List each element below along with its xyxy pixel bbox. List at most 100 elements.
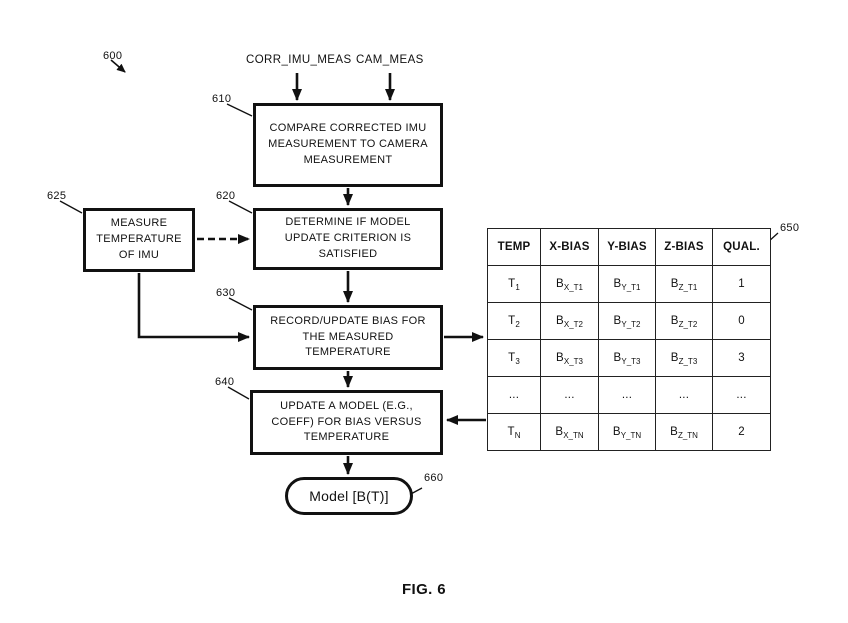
cell-text: B [555,426,564,438]
table-cell: T3 [487,339,541,377]
table-cell: BY_T3 [598,339,656,377]
table-row: T1 BX_T1 BY_T1 BZ_T1 1 [487,265,771,303]
table-cell: ... [655,376,713,414]
table-cell: BZ_TN [655,413,713,451]
leader-625 [59,200,83,214]
cell-text: T [507,426,515,438]
input-label-cam-meas: CAM_MEAS [356,54,424,66]
cell-text: B [670,352,679,364]
cell-subscript: Y_T2 [621,320,641,329]
table-cell: ... [712,376,771,414]
table-cell: BY_T1 [598,265,656,303]
input-label-corr-imu-meas: CORR_IMU_MEAS [246,54,352,66]
leader-630 [228,297,253,311]
cell-text: 2 [738,426,745,438]
cell-text: B [670,426,678,438]
cell-subscript: X_T2 [563,320,583,329]
cell-text: B [670,315,679,327]
process-box-record-bias-label: RECORD/UPDATE BIAS FOR THE MEASURED TEMP… [270,314,426,359]
table-cell: BZ_T1 [655,265,713,303]
cell-text: ... [678,389,690,401]
leader-620 [228,200,253,214]
process-box-criterion: DETERMINE IF MODEL UPDATE CRITERION IS S… [253,208,443,270]
table-cell: T2 [487,302,541,340]
cell-text: T [508,352,516,364]
table-cell: BX_T2 [540,302,599,340]
bias-table-header-row: TEMP X-BIAS Y-BIAS Z-BIAS QUAL. [487,228,771,266]
cell-subscript: Z_T2 [678,320,698,329]
table-cell: BZ_T3 [655,339,713,377]
leader-610 [226,103,253,117]
table-cell: T1 [487,265,541,303]
table-cell: 2 [712,413,771,451]
col-header-temp: TEMP [487,228,541,266]
cell-subscript: Z_T1 [678,283,698,292]
cell-text: B [556,352,564,364]
col-header-y-bias: Y-BIAS [598,228,656,266]
cell-subscript: Y_T3 [621,357,641,366]
table-row: TN BX_TN BY_TN BZ_TN 2 [487,413,771,451]
process-box-compare-label: COMPARE CORRECTED IMU MEASUREMENT TO CAM… [268,122,428,166]
ref-label-650: 650 [780,222,800,234]
process-box-criterion-label: DETERMINE IF MODEL UPDATE CRITERION IS S… [284,216,412,260]
table-cell: BZ_T2 [655,302,713,340]
col-header-x-bias: X-BIAS [540,228,599,266]
cell-text: B [612,426,621,438]
cell-text: ... [564,389,575,401]
cell-text: ... [508,389,520,401]
cell-text: B [613,278,622,290]
cell-subscript: 3 [515,357,520,366]
process-box-update-model: UPDATE A MODEL (E.G., COEFF) FOR BIAS VE… [250,390,443,455]
process-box-record-bias: RECORD/UPDATE BIAS FOR THE MEASURED TEMP… [253,305,443,370]
table-cell: BX_T1 [540,265,599,303]
col-header-qual: QUAL. [712,228,771,266]
cell-text: 1 [738,278,745,290]
cell-subscript: 2 [515,320,520,329]
table-cell: ... [598,376,656,414]
process-box-measure-temp-label: MEASURE TEMPERATURE OF IMU [96,217,182,261]
process-box-compare: COMPARE CORRECTED IMU MEASUREMENT TO CAM… [253,103,443,187]
cell-text: T [508,315,516,327]
table-row: T2 BX_T2 BY_T2 BZ_T2 0 [487,302,771,340]
ref-label-630: 630 [216,287,236,299]
cell-subscript: Y_T1 [621,283,641,292]
cell-text: 3 [738,352,745,364]
table-row: ... ... ... ... ... [487,376,771,414]
process-box-measure-temp: MEASURE TEMPERATURE OF IMU [83,208,195,272]
cell-text: T [508,278,516,290]
ref-label-660: 660 [424,472,444,484]
cell-text: 0 [738,315,745,327]
figure-caption: FIG. 6 [401,581,447,598]
ref-label-600: 600 [103,50,123,62]
cell-text: B [613,352,622,364]
table-cell: ... [487,376,541,414]
table-cell: BX_TN [540,413,599,451]
ref-label-610: 610 [212,93,232,105]
ref-label-620: 620 [216,190,236,202]
cell-text: B [556,315,564,327]
cell-subscript: X_T3 [563,357,583,366]
terminal-model-output: Model [B(T)] [285,477,413,515]
table-cell: BY_T2 [598,302,656,340]
col-header-z-bias: Z-BIAS [655,228,713,266]
cell-subscript: X_T1 [563,283,583,292]
cell-subscript: Z_TN [677,431,698,440]
ref-label-625: 625 [47,190,67,202]
table-cell: 1 [712,265,771,303]
table-cell: 0 [712,302,771,340]
arrow-625-630-elbow [137,273,250,342]
cell-text: B [613,315,622,327]
cell-text: B [670,278,679,290]
table-cell: ... [540,376,599,414]
cell-subscript: 1 [515,283,520,292]
table-cell: TN [487,413,541,451]
cell-text: ... [736,389,747,401]
table-cell: BX_T3 [540,339,599,377]
cell-subscript: N [514,431,521,440]
table-row: T3 BX_T3 BY_T3 BZ_T3 3 [487,339,771,377]
leader-640 [227,386,250,400]
table-cell: BY_TN [598,413,656,451]
terminal-model-output-label: Model [B(T)] [309,487,389,504]
ref-label-640: 640 [215,376,235,388]
